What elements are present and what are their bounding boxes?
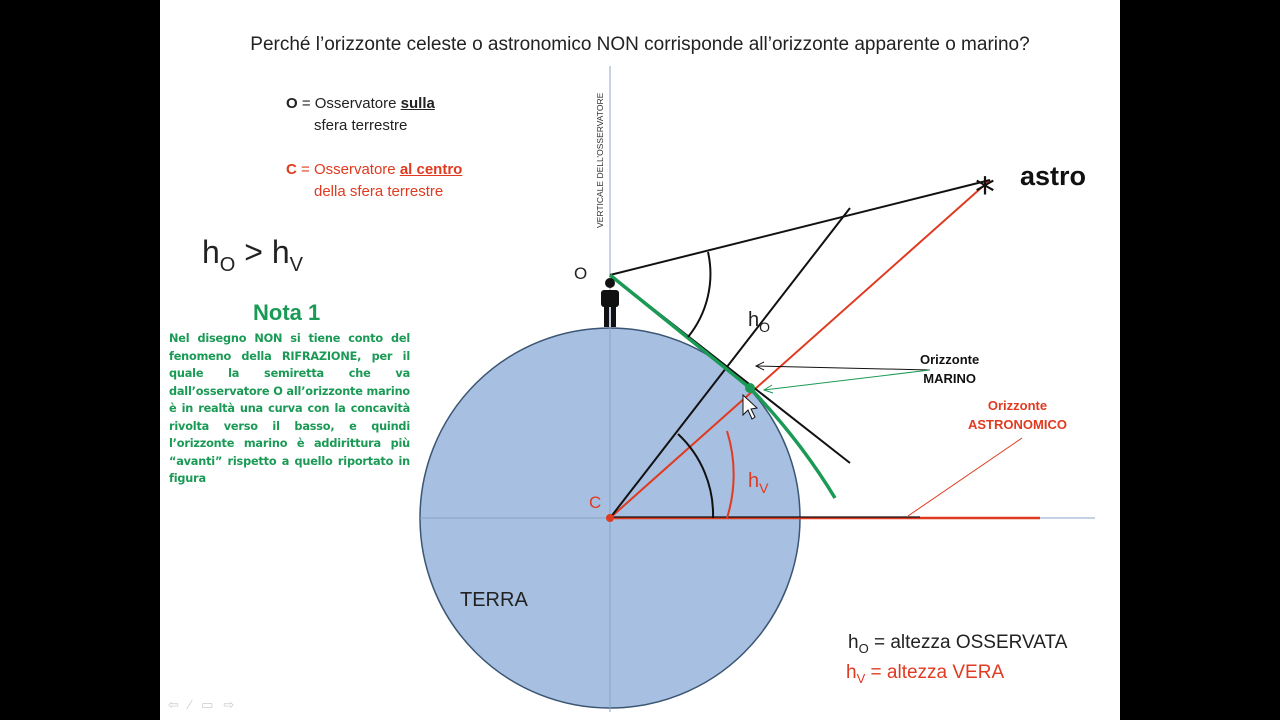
- legend-c-text: = Osservatore: [296, 161, 400, 178]
- point-c-label: C: [589, 493, 601, 512]
- o-to-astro-line: [609, 179, 991, 276]
- legend-c-letter: C: [286, 161, 297, 178]
- comparison: hO > hV: [202, 234, 303, 277]
- legend-c-line2: della sfera terrestre: [314, 183, 444, 200]
- astronomico-label: Orizzonte ASTRONOMICO: [968, 396, 1067, 434]
- nota-body: Nel disegno NON si tiene conto del fenom…: [169, 332, 410, 485]
- cmp-h2: h: [271, 234, 290, 270]
- legend-o-letter: O: [286, 95, 298, 112]
- ho-label-h: h: [748, 309, 759, 331]
- diagram: VERTICALE DELL’OSSERVATORE O C * astro h…: [419, 66, 1095, 712]
- ho-label: hO: [748, 309, 770, 335]
- astronomico-line2: ASTRONOMICO: [968, 417, 1067, 432]
- vertical-label: VERTICALE DELL’OSSERVATORE: [595, 92, 605, 228]
- slideshow-nav: ⇦⁄▭⇨: [168, 697, 244, 713]
- ho-label-sub: O: [759, 319, 770, 335]
- cmp-s2: V: [289, 254, 303, 276]
- def-hv-text: = altezza VERA: [865, 662, 1005, 683]
- nav-prev-icon[interactable]: ⇦: [168, 697, 189, 712]
- ho-angle-arc: [687, 251, 712, 338]
- marino-arrow-green: [763, 369, 931, 391]
- point-o-label: O: [574, 264, 587, 283]
- def-hv-h: h: [846, 662, 857, 683]
- hv-label-h: h: [748, 470, 759, 492]
- slide: Perché l’orizzonte celeste o astronomico…: [160, 0, 1120, 720]
- def-hv-sub: V: [856, 671, 866, 686]
- cmp-h1: h: [202, 234, 220, 270]
- marine-horizon-curve: [608, 273, 837, 499]
- marino-line1: Orizzonte: [920, 352, 980, 367]
- astro-label: astro: [1020, 161, 1086, 191]
- marino-label: Orizzonte MARINO: [920, 350, 979, 388]
- nav-next-icon[interactable]: ⇨: [223, 697, 245, 712]
- legend-o-text: = Osservatore: [297, 95, 401, 112]
- marino-arrow-black: [755, 365, 931, 371]
- hv-label-sub: V: [759, 480, 769, 496]
- astro-symbol: *: [975, 170, 995, 216]
- terra-label: TERRA: [460, 589, 528, 611]
- hv-inner-arc: [677, 433, 715, 519]
- legend-o-emph: sulla: [400, 95, 435, 112]
- def-ho-sub: O: [858, 641, 869, 656]
- legend-o-line2: sfera terrestre: [314, 117, 408, 134]
- cmp-s1: O: [219, 254, 236, 276]
- marine-point-dot: [745, 383, 755, 393]
- nota-title: Nota 1: [253, 300, 321, 325]
- point-c-dot: [606, 514, 614, 522]
- observer-figure-icon: [601, 278, 619, 327]
- nav-pen-icon[interactable]: ⁄: [188, 697, 202, 712]
- legend-c: C = Osservatore al centro della sfera te…: [286, 159, 462, 203]
- definition-ho: hO = altezza OSSERVATA: [848, 632, 1067, 656]
- def-ho-h: h: [848, 632, 859, 653]
- marino-arrow-black-head: [754, 361, 765, 371]
- astronomico-arrow: [907, 437, 1023, 517]
- nav-menu-icon[interactable]: ▭: [201, 697, 224, 712]
- hv-angle-arc: [726, 430, 735, 519]
- c-parallel-line: [609, 207, 851, 519]
- c-to-astro-line: [609, 179, 991, 519]
- legend-c-emph: al centro: [399, 161, 463, 178]
- def-ho-text: = altezza OSSERVATA: [868, 632, 1068, 653]
- marino-arrow-green-head: [762, 384, 774, 394]
- definition-hv: hV = altezza VERA: [846, 662, 1004, 686]
- page-title: Perché l’orizzonte celeste o astronomico…: [250, 34, 1030, 55]
- marino-line2: MARINO: [923, 371, 976, 386]
- hv-label: hV: [748, 470, 769, 496]
- mouse-cursor-icon: [742, 393, 759, 420]
- cmp-op: >: [235, 234, 272, 270]
- astronomico-line1: Orizzonte: [987, 398, 1048, 413]
- legend-o: O = Osservatore sulla sfera terrestre: [286, 93, 435, 137]
